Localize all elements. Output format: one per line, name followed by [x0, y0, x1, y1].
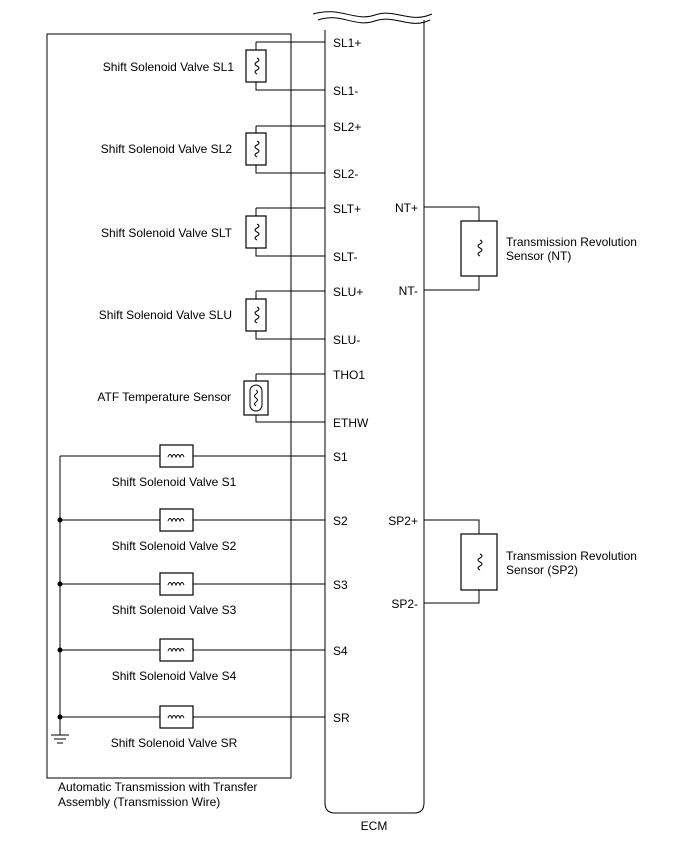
- revolution-sensor-nt: NT+ NT- Transmission Revolution Sensor (…: [395, 201, 637, 298]
- solenoid-sr-label: Shift Solenoid Valve SR: [111, 736, 238, 750]
- thermistor-icon: [249, 384, 263, 412]
- solenoid-sl1: Shift Solenoid Valve SL1 SL1+ SL1-: [103, 36, 362, 98]
- coil-icon: [167, 715, 185, 720]
- solenoid-sl1-label: Shift Solenoid Valve SL1: [103, 60, 235, 74]
- solenoid-slu: Shift Solenoid Valve SLU SLU+ SLU-: [99, 285, 364, 347]
- ground-icon: [51, 734, 69, 744]
- assembly-label-line1: Automatic Transmission with Transfer: [58, 780, 257, 794]
- solenoid-s3-label: Shift Solenoid Valve S3: [112, 603, 237, 617]
- solenoid-s4-label: Shift Solenoid Valve S4: [112, 669, 237, 683]
- solenoid-slt: Shift Solenoid Valve SLT SLT+ SLT-: [101, 202, 361, 264]
- coil-icon: [477, 553, 483, 571]
- pin-s3: S3: [333, 578, 348, 592]
- solenoid-slt-label: Shift Solenoid Valve SLT: [101, 226, 233, 240]
- sensor-nt-symbol: [460, 220, 498, 277]
- sensor-sp2-label-line2: Sensor (SP2): [506, 563, 578, 577]
- coil-icon: [254, 140, 260, 158]
- assembly-label-line2: Assembly (Transmission Wire): [58, 795, 220, 809]
- ecm-label: ECM: [361, 819, 388, 833]
- ground-bus: [51, 456, 69, 744]
- pin-slu-neg: SLU-: [333, 333, 360, 347]
- pin-ethw: ETHW: [333, 416, 369, 430]
- solenoid-slu-label: Shift Solenoid Valve SLU: [99, 308, 232, 322]
- pin-sl1-neg: SL1-: [333, 84, 358, 98]
- pin-sl2-pos: SL2+: [333, 120, 361, 134]
- atf-sensor-label: ATF Temperature Sensor: [97, 390, 231, 404]
- solenoid-s3: Shift Solenoid Valve S3 S3: [60, 572, 348, 617]
- sensor-sp2-label-line1: Transmission Revolution: [506, 549, 637, 563]
- thermistor-coil-icon: [254, 389, 258, 407]
- revolution-sensor-sp2: SP2+ SP2- Transmission Revolution Sensor…: [388, 514, 637, 611]
- solenoid-sr: Shift Solenoid Valve SR SR: [60, 705, 350, 750]
- solenoid-sl2-label: Shift Solenoid Valve SL2: [101, 142, 233, 156]
- solenoid-s4: Shift Solenoid Valve S4 S4: [60, 638, 348, 683]
- pin-s1: S1: [333, 450, 348, 464]
- solenoid-sl2: Shift Solenoid Valve SL2 SL2+ SL2-: [101, 120, 362, 181]
- solenoid-s2-label: Shift Solenoid Valve S2: [112, 539, 237, 553]
- solenoid-s1: Shift Solenoid Valve S1 S1: [60, 444, 348, 489]
- pin-sp2-pos: SP2+: [388, 514, 418, 528]
- pin-s4: S4: [333, 644, 348, 658]
- sensor-nt-label-line1: Transmission Revolution: [506, 235, 637, 249]
- pin-sp2-neg: SP2-: [391, 597, 418, 611]
- pin-tho1: THO1: [333, 368, 365, 382]
- pin-s2: S2: [333, 514, 348, 528]
- pin-slu-pos: SLU+: [333, 285, 363, 299]
- coil-icon: [254, 306, 260, 324]
- pin-sl1-pos: SL1+: [333, 36, 361, 50]
- solenoid-s1-label: Shift Solenoid Valve S1: [112, 475, 237, 489]
- pin-slt-neg: SLT-: [333, 250, 357, 264]
- sensor-nt-label-line2: Sensor (NT): [506, 249, 571, 263]
- solenoid-s2: Shift Solenoid Valve S2 S2: [60, 508, 348, 553]
- coil-icon: [167, 454, 185, 459]
- coil-icon: [167, 582, 185, 587]
- atf-temperature-sensor: ATF Temperature Sensor THO1 ETHW: [97, 368, 369, 430]
- pin-sr: SR: [333, 711, 350, 725]
- coil-icon: [254, 223, 260, 241]
- ecm-block: [312, 11, 433, 814]
- transmission-assembly-box: [46, 33, 292, 779]
- coil-icon: [167, 518, 185, 523]
- coil-icon: [477, 239, 483, 257]
- pin-nt-pos: NT+: [395, 201, 418, 215]
- coil-icon: [254, 57, 260, 75]
- pin-sl2-neg: SL2-: [333, 167, 358, 181]
- pin-slt-pos: SLT+: [333, 202, 361, 216]
- pin-nt-neg: NT-: [399, 284, 418, 298]
- coil-icon: [167, 648, 185, 653]
